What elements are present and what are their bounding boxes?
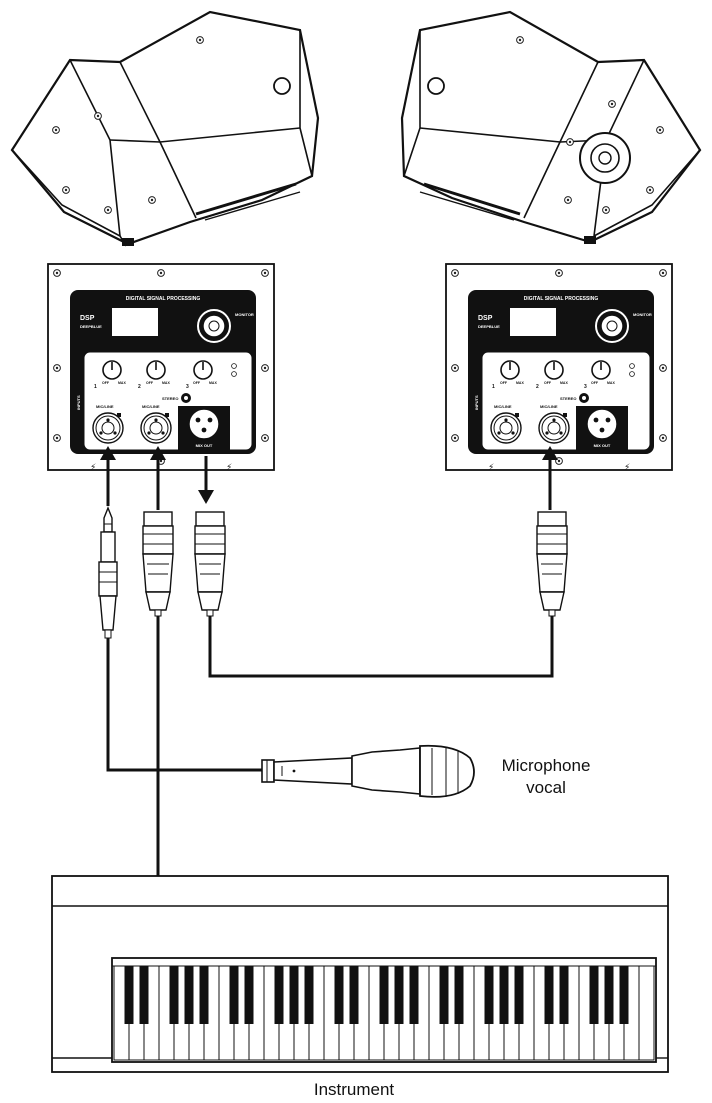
inputs-label: INPUTS [76, 395, 81, 410]
svg-text:MIX OUT: MIX OUT [594, 443, 611, 448]
svg-text:MAX: MAX [162, 381, 170, 385]
stereo-button[interactable] [181, 393, 191, 403]
black-key[interactable] [544, 966, 554, 1024]
black-key[interactable] [289, 966, 299, 1024]
combo-jack-right-2[interactable] [538, 412, 570, 444]
arrowheads [100, 446, 558, 504]
dsp-sub-label: DEEPBLUE [80, 324, 102, 329]
black-key[interactable] [589, 966, 599, 1024]
keyboard-instrument [51, 875, 669, 1073]
knob-label-2: 2 [138, 384, 141, 390]
black-key[interactable] [439, 966, 449, 1024]
knob-label-1: 1 [94, 384, 97, 390]
black-key[interactable] [169, 966, 179, 1024]
microphone-label-line2: vocal [526, 778, 566, 797]
svg-text:INPUTS: INPUTS [474, 395, 479, 410]
speaker-right [400, 10, 702, 244]
svg-text:MAX: MAX [607, 381, 615, 385]
mix-out-label: MIX OUT [196, 443, 213, 448]
xlr-plug-input [142, 511, 174, 617]
svg-text:DEEPBLUE: DEEPBLUE [478, 324, 500, 329]
black-key[interactable] [244, 966, 254, 1024]
speaker-left [10, 10, 320, 247]
mode-label: MONITOR [235, 312, 254, 317]
volume-dial[interactable] [197, 309, 231, 343]
svg-text:OFF: OFF [591, 381, 599, 385]
microphone [261, 744, 475, 798]
black-key[interactable] [274, 966, 284, 1024]
svg-text:OFF: OFF [500, 381, 508, 385]
xlr-mix-out-jack[interactable] [188, 408, 220, 440]
svg-text:1: 1 [492, 384, 495, 390]
svg-text:⚡: ⚡ [226, 462, 232, 472]
svg-text:⚡: ⚡ [90, 462, 96, 472]
gain-knob-right-3[interactable] [591, 360, 611, 380]
black-key[interactable] [514, 966, 524, 1024]
black-key[interactable] [409, 966, 419, 1024]
gain-knob-right-1[interactable] [500, 360, 520, 380]
black-key[interactable] [484, 966, 494, 1024]
black-keys [124, 966, 629, 1024]
dsp-label: DSP [80, 315, 95, 322]
stereo-label: STEREO [162, 396, 178, 401]
svg-text:MIC/LINE: MIC/LINE [494, 404, 512, 409]
amp-panel-left: DIGITAL SIGNAL PROCESSING DSP DEEPBLUE M… [47, 263, 275, 472]
svg-text:MAX: MAX [118, 381, 126, 385]
svg-text:DSP: DSP [478, 315, 493, 322]
black-key[interactable] [304, 966, 314, 1024]
svg-text:MIC/LINE: MIC/LINE [142, 404, 160, 409]
svg-text:OFF: OFF [544, 381, 552, 385]
svg-text:OFF: OFF [146, 381, 154, 385]
black-key[interactable] [619, 966, 629, 1024]
svg-text:OFF: OFF [193, 381, 201, 385]
black-key[interactable] [559, 966, 569, 1024]
black-key[interactable] [499, 966, 509, 1024]
combo-jack-right-1[interactable] [490, 412, 522, 444]
combo-jack-input-2[interactable] [140, 412, 172, 444]
svg-text:2: 2 [536, 384, 539, 390]
black-key[interactable] [349, 966, 359, 1024]
black-key[interactable] [334, 966, 344, 1024]
svg-text:MAX: MAX [560, 381, 568, 385]
quarter-inch-jack-plug [98, 506, 118, 639]
svg-text:⚡: ⚡ [488, 462, 494, 472]
svg-text:MAX: MAX [516, 381, 524, 385]
gain-knob-1[interactable] [102, 360, 122, 380]
black-key[interactable] [604, 966, 614, 1024]
black-key[interactable] [124, 966, 134, 1024]
svg-text:MONITOR: MONITOR [633, 312, 652, 317]
cables [106, 450, 554, 876]
black-key[interactable] [454, 966, 464, 1024]
gain-knob-3[interactable] [193, 360, 213, 380]
black-key[interactable] [379, 966, 389, 1024]
gain-knob-2[interactable] [146, 360, 166, 380]
svg-text:OFF: OFF [102, 381, 110, 385]
knob-label-3: 3 [186, 384, 189, 390]
stereo-button-right[interactable] [579, 393, 589, 403]
black-key[interactable] [139, 966, 149, 1024]
combo-jack-input-1[interactable] [92, 412, 124, 444]
svg-text:DIGITAL SIGNAL PROCESSING: DIGITAL SIGNAL PROCESSING [524, 296, 599, 302]
svg-text:⚡: ⚡ [624, 462, 630, 472]
svg-text:MIC/LINE: MIC/LINE [96, 404, 114, 409]
xlr-mix-out-jack-right[interactable] [586, 408, 618, 440]
white-key[interactable] [638, 965, 655, 1061]
gain-knob-right-2[interactable] [544, 360, 564, 380]
svg-text:MIC/LINE: MIC/LINE [540, 404, 558, 409]
black-key[interactable] [229, 966, 239, 1024]
svg-text:3: 3 [584, 384, 587, 390]
black-key[interactable] [394, 966, 404, 1024]
black-key[interactable] [184, 966, 194, 1024]
svg-text:STEREO: STEREO [560, 396, 576, 401]
volume-dial-right[interactable] [595, 309, 629, 343]
amp-panel-right: DIGITAL SIGNAL PROCESSING DSP DEEPBLUE M… [445, 263, 673, 472]
xlr-plug-mix-out [194, 511, 226, 617]
microphone-label-line1: Microphone [502, 756, 591, 775]
black-key[interactable] [199, 966, 209, 1024]
svg-text:MAX: MAX [209, 381, 217, 385]
instrument-label: Instrument [314, 1080, 395, 1099]
panel-header: DIGITAL SIGNAL PROCESSING [126, 296, 201, 302]
xlr-plug-right-input [536, 511, 568, 617]
